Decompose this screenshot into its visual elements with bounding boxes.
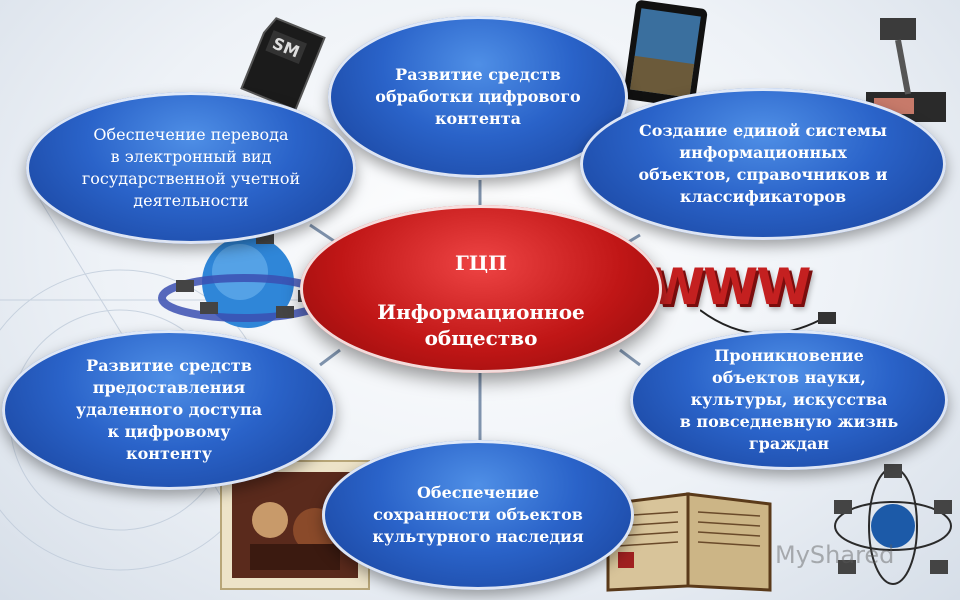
central-subtitle: Информационное общество	[377, 300, 585, 350]
node-label: Обеспечение перевода в электронный вид г…	[81, 125, 301, 210]
www-logo: WWW	[650, 258, 811, 316]
watermark: MyShared	[775, 541, 895, 569]
node-label: Обеспечение сохранности объектов культур…	[372, 483, 584, 546]
tablet-icon	[623, 0, 708, 108]
node-remote-access: Развитие средств предоставления удаленно…	[2, 330, 336, 490]
node-label: Развитие средств предоставления удаленно…	[75, 356, 263, 463]
node-unified-information-system: Создание единой системы информационных о…	[580, 88, 946, 240]
central-title: ГЦП	[454, 251, 508, 275]
node-cultural-heritage-preservation: Обеспечение сохранности объектов культур…	[322, 440, 634, 590]
node-digital-content-processing: Развитие средств обработки цифрового кон…	[328, 16, 628, 178]
node-label: Проникновение объектов науки, культуры, …	[679, 346, 899, 453]
node-label: Создание единой системы информационных о…	[638, 121, 888, 206]
node-state-records-digitization: Обеспечение перевода в электронный вид г…	[26, 92, 356, 244]
memory-card-icon: SM	[240, 17, 326, 112]
central-node: ГЦП Информационное общество	[300, 205, 662, 373]
node-science-culture-penetration: Проникновение объектов науки, культуры, …	[630, 330, 948, 470]
node-label: Развитие средств обработки цифрового кон…	[375, 65, 581, 128]
network-globe-icon	[834, 464, 952, 585]
old-book-image	[606, 492, 772, 592]
